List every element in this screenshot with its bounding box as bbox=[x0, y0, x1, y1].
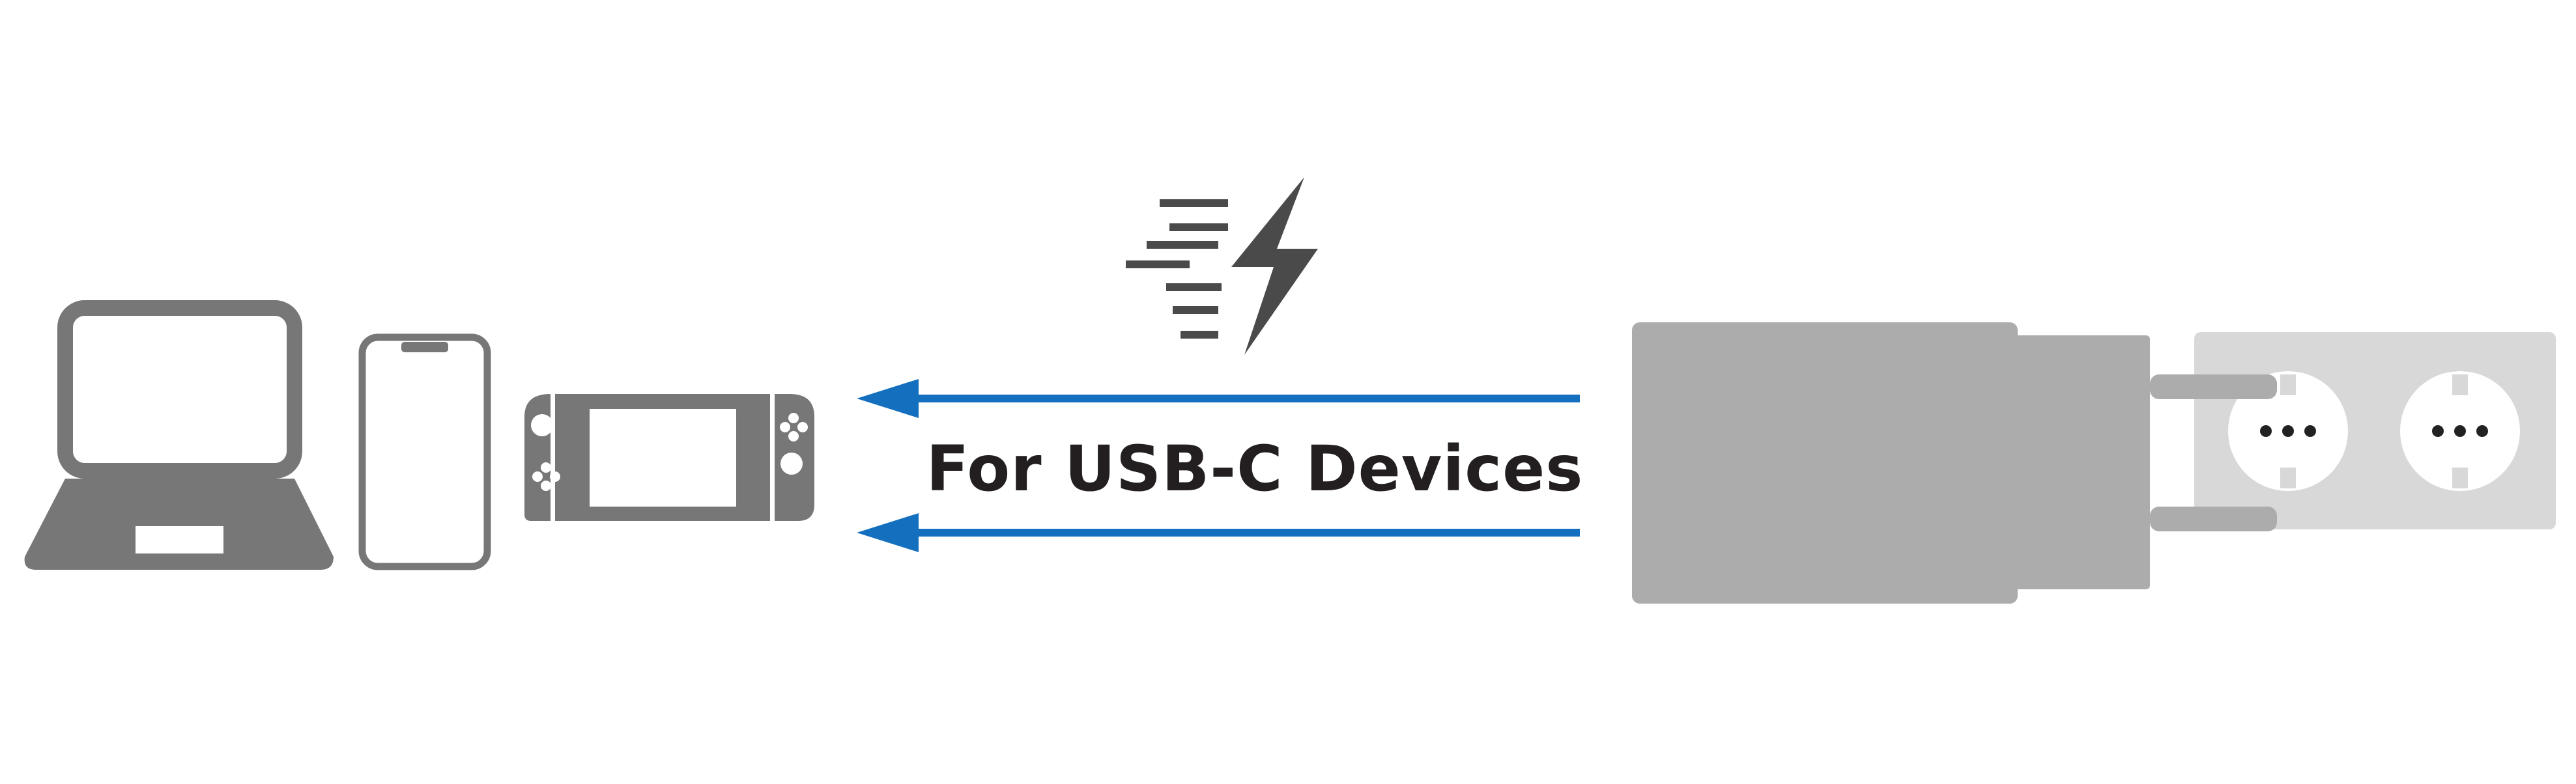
laptop-icon bbox=[24, 300, 334, 570]
smartphone-icon bbox=[358, 333, 491, 570]
handheld-console-icon bbox=[524, 394, 814, 521]
wall-socket bbox=[2194, 332, 2556, 529]
charge-arrow-bottom bbox=[857, 513, 1580, 552]
fast-charge-bolt-icon bbox=[1126, 177, 1318, 355]
caption-usb-c-devices: For USB-C Devices bbox=[926, 432, 1584, 505]
charge-arrow-top bbox=[857, 379, 1580, 418]
wall-charger bbox=[1632, 322, 2277, 604]
